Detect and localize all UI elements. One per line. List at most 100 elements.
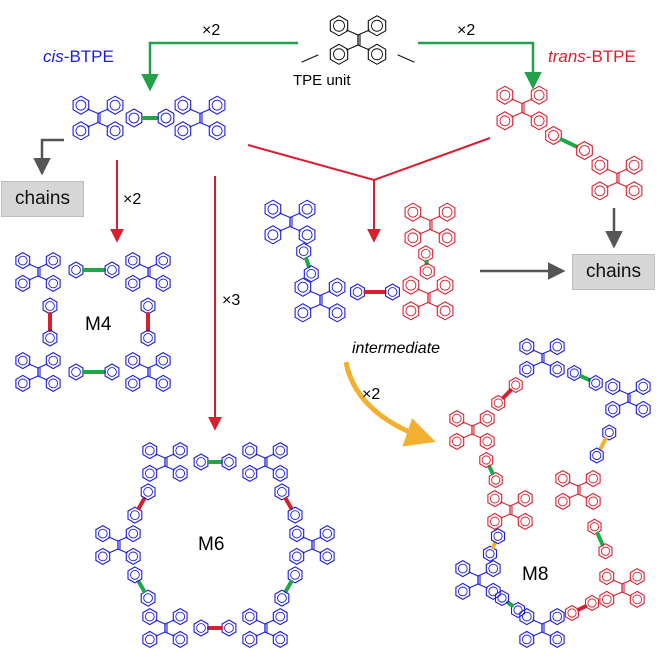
aromatic-circle — [451, 413, 462, 424]
phenylene-ring — [104, 261, 120, 279]
aromatic-circle — [144, 468, 155, 479]
bond — [319, 303, 331, 310]
chains-box-right: chains — [572, 254, 655, 290]
bond — [621, 579, 632, 585]
aromatic-circle — [511, 380, 521, 390]
bond — [28, 375, 39, 381]
aromatic-circle — [107, 265, 117, 275]
trans-btpe-structure — [496, 85, 643, 201]
phenyl-ring — [549, 630, 565, 649]
phenyl-ring — [142, 630, 158, 649]
bond — [147, 363, 158, 369]
phenyl-ring — [404, 228, 422, 248]
phenyl-ring — [479, 409, 495, 428]
phenyl-ring — [449, 409, 465, 428]
aromatic-circle — [306, 268, 317, 279]
aromatic-circle — [548, 130, 559, 141]
aromatic-circle — [277, 487, 287, 497]
bond — [264, 619, 275, 625]
aromatic-circle — [441, 232, 453, 244]
aromatic-circle — [277, 593, 287, 603]
linker-bond — [579, 374, 591, 382]
phenyl-ring — [298, 225, 316, 245]
phenyl-ring — [519, 630, 535, 649]
phenyl-ring — [517, 512, 533, 531]
aromatic-circle — [127, 278, 138, 289]
aromatic-circle — [107, 367, 117, 377]
phenyl-ring — [72, 95, 90, 115]
times2-right-label: ×2 — [457, 22, 476, 39]
aromatic-circle — [588, 496, 599, 507]
bond — [417, 288, 429, 295]
linker-bond — [283, 579, 294, 594]
bond — [255, 453, 266, 459]
phenyl-ring — [436, 275, 454, 295]
phenylene-ring — [303, 265, 319, 283]
aromatic-circle — [297, 307, 309, 319]
aromatic-circle — [557, 473, 568, 484]
aromatic-circle — [75, 125, 87, 137]
bond — [429, 215, 441, 222]
phenylene-ring — [140, 589, 156, 607]
phenylene-ring — [567, 364, 582, 382]
phenylene-ring — [68, 363, 84, 381]
aromatic-circle — [298, 246, 309, 257]
aromatic-circle — [244, 445, 255, 456]
aromatic-circle — [352, 287, 363, 297]
phenyl-ring — [172, 607, 188, 626]
phenylene-ring — [584, 594, 600, 612]
aromatic-circle — [97, 551, 108, 562]
aromatic-circle — [632, 594, 643, 605]
bond — [346, 44, 359, 51]
phenyl-ring — [591, 155, 609, 175]
bond — [37, 363, 48, 369]
bond — [279, 212, 291, 219]
bond — [117, 536, 128, 542]
phenyl-ring — [272, 607, 288, 626]
phenylene-ring — [296, 242, 312, 260]
phenylene-ring — [193, 619, 209, 637]
bond — [311, 548, 322, 554]
bond — [471, 421, 482, 427]
phenyl-ring — [555, 469, 571, 488]
aromatic-circle — [128, 551, 139, 562]
bond — [138, 263, 149, 269]
linker-bond — [595, 531, 605, 547]
aromatic-circle — [196, 623, 206, 633]
aromatic-circle — [143, 593, 153, 603]
bond — [621, 591, 632, 597]
aromatic-circle — [144, 611, 155, 622]
aromatic-circle — [520, 493, 531, 504]
bond — [419, 228, 431, 235]
phenyl-ring — [485, 559, 501, 578]
bond — [419, 215, 431, 222]
bond — [199, 121, 211, 128]
bond — [319, 290, 331, 297]
phenyl-ring — [172, 630, 188, 649]
phenyl-ring — [45, 251, 61, 270]
aromatic-circle — [244, 611, 255, 622]
phenyl-ring — [174, 121, 192, 141]
phenyl-ring — [367, 43, 387, 65]
bond — [521, 111, 533, 118]
phenylene-ring — [127, 506, 143, 524]
aromatic-circle — [493, 531, 503, 541]
aromatic-circle — [533, 115, 545, 127]
phenyl-ring — [329, 43, 349, 65]
bond — [28, 275, 39, 281]
bond — [37, 375, 48, 381]
phenyl-ring — [95, 547, 111, 566]
phenyl-ring — [487, 512, 503, 531]
phenylene-ring — [482, 545, 498, 562]
phenyl-ring — [591, 181, 609, 201]
phenyl-ring — [289, 547, 305, 566]
aromatic-circle — [607, 404, 618, 415]
aromatic-circle — [481, 455, 491, 465]
aromatic-circle — [196, 457, 206, 467]
bond — [357, 29, 370, 36]
aromatic-circle — [75, 99, 87, 111]
phenyl-ring — [629, 590, 645, 609]
phenyl-ring — [438, 228, 456, 248]
aromatic-circle — [17, 255, 28, 266]
phenylene-ring — [42, 329, 58, 347]
